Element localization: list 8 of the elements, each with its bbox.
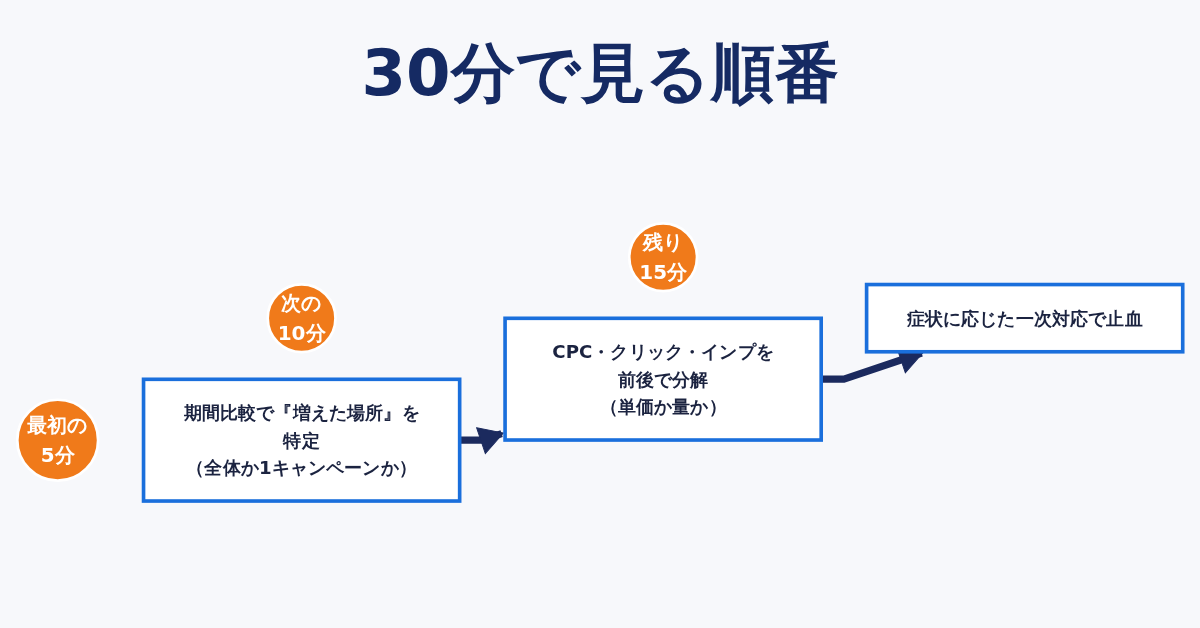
arrow <box>459 427 504 454</box>
node-circle: 残り 15分 <box>627 221 699 293</box>
node-box: 症状に応じた一次対応で止血 <box>864 282 1185 354</box>
node-circle: 最初の 5分 <box>15 398 100 482</box>
node-box: 期間比較で『増えた場所』を特定 （全体か1キャンペーンか） <box>141 377 462 503</box>
node-box: CPC・クリック・インプを前後で分解 （単価か量か） <box>503 316 823 442</box>
node-circle: 次の 10分 <box>266 282 337 354</box>
title: 30分で見る順番 <box>361 35 839 112</box>
